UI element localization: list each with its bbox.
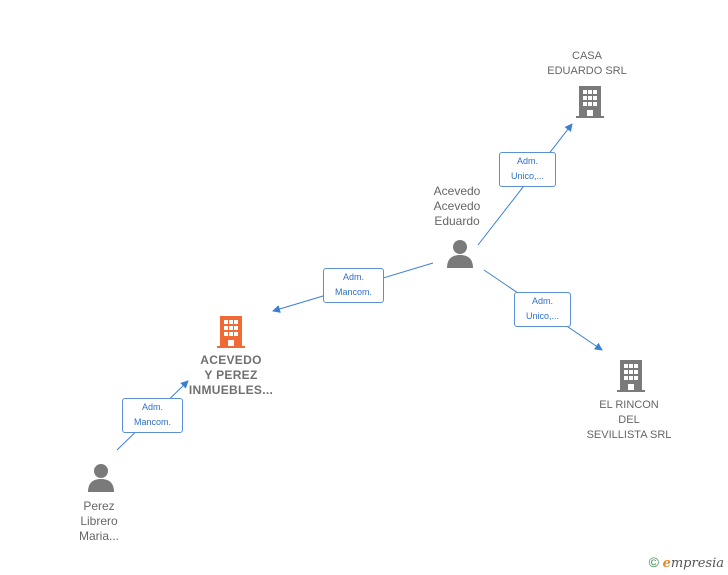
node-label-line: Eduardo	[434, 214, 480, 228]
person-icon[interactable]	[86, 462, 116, 492]
node-label-casa-eduardo[interactable]: CASA EDUARDO SRL	[537, 49, 637, 79]
building-icon[interactable]	[215, 314, 247, 348]
footer-brand: © empresia	[649, 554, 724, 571]
node-label-line: CASA	[572, 50, 602, 62]
node-label-el-rincon[interactable]: EL RINCON DEL SEVILLISTA SRL	[574, 398, 684, 443]
edge-label-eduardo-rincon[interactable]: Adm. Unico,...	[514, 292, 571, 327]
node-label-line: DEL	[618, 414, 640, 426]
edge-label-line: Adm.	[141, 402, 163, 412]
edge-label-eduardo-acevedo-perez[interactable]: Adm. Mancom.	[323, 268, 384, 303]
node-label-perez-librero[interactable]: Perez Librero Maria...	[59, 499, 139, 544]
edge-label-line: Unico,...	[525, 311, 559, 321]
edge-label-perez-acevedo-perez[interactable]: Adm. Mancom.	[122, 398, 183, 433]
edge-label-line: Adm.	[531, 296, 553, 306]
node-label-line: Maria...	[78, 529, 119, 543]
edge-label-line: Unico,...	[510, 171, 544, 181]
node-label-acevedo-eduardo[interactable]: Acevedo Acevedo Eduardo	[417, 184, 497, 229]
edge-label-line: Mancom.	[334, 287, 372, 297]
edge-label-line: Mancom.	[133, 417, 171, 427]
node-label-line: Acevedo	[433, 199, 481, 213]
building-icon[interactable]	[615, 358, 647, 392]
node-label-line: Acevedo	[433, 184, 481, 198]
node-label-line: SEVILLISTA SRL	[586, 429, 672, 441]
person-icon[interactable]	[445, 238, 475, 268]
node-label-line: EL RINCON	[599, 399, 659, 411]
node-label-acevedo-perez[interactable]: ACEVEDO Y PEREZ INMUEBLES...	[176, 353, 286, 398]
edge-label-eduardo-casa[interactable]: Adm. Unico,...	[499, 152, 556, 187]
node-label-line: Perez	[83, 499, 115, 513]
empresia-logo: empresia	[662, 556, 724, 571]
building-icon[interactable]	[574, 84, 606, 118]
node-label-line: EDUARDO SRL	[547, 65, 627, 77]
node-label-line: INMUEBLES...	[188, 383, 274, 397]
edge-label-line: Adm.	[516, 156, 538, 166]
node-label-line: Y PEREZ	[204, 368, 258, 382]
node-label-line: Librero	[80, 514, 118, 528]
copyright-symbol: ©	[648, 554, 659, 570]
node-label-line: ACEVEDO	[200, 353, 262, 367]
edge-label-line: Adm.	[342, 272, 364, 282]
